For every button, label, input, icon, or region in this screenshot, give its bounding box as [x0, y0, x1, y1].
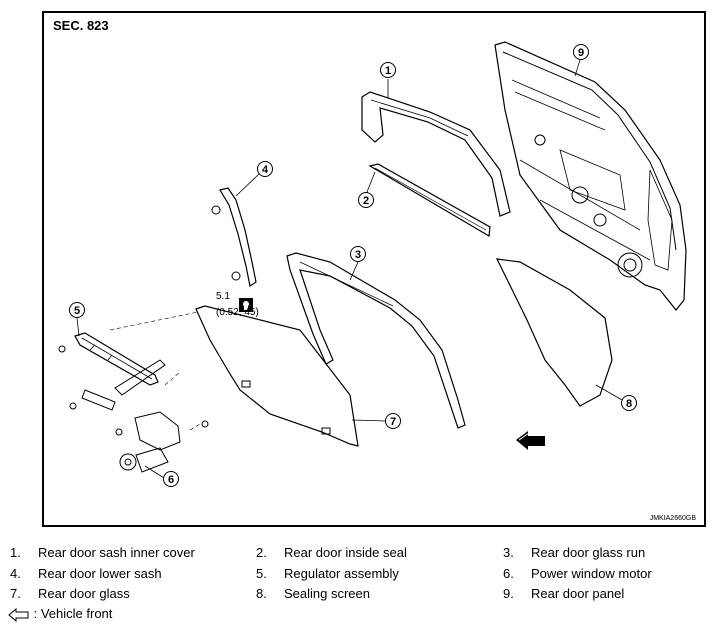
callout-8: 8 [595, 384, 637, 411]
arrow-left-icon [8, 607, 29, 622]
torque-secondary-units: (0.52, 45) [216, 307, 259, 318]
callout-4-label: 4 [262, 164, 269, 176]
callout-4: 4 [235, 161, 273, 197]
lower-sash-drawing [211, 187, 257, 287]
callout-1: 1 [380, 62, 396, 98]
glass-run-drawing [286, 252, 466, 429]
sealing-screen-drawing [495, 258, 613, 407]
callout-8-label: 8 [626, 398, 632, 410]
parts-legend: 1. Rear door sash inner cover 2. Rear do… [8, 545, 652, 622]
callout-6: 6 [144, 465, 179, 487]
callout-1-label: 1 [385, 65, 391, 77]
section-title: SEC. 823 [53, 18, 109, 33]
diagram-frame: SEC. 823 JMKIA2660GB [42, 11, 706, 527]
callout-6-label: 6 [168, 474, 174, 486]
regulator-assembly-drawing [58, 311, 209, 451]
exploded-view-art: 1 2 3 4 5 6 7 8 9 [58, 41, 687, 487]
callout-9: 9 [573, 44, 589, 77]
callout-3-label: 3 [355, 249, 361, 261]
torque-wrench-icon [239, 298, 253, 312]
inside-seal-drawing [368, 163, 491, 237]
callout-5-label: 5 [74, 305, 80, 317]
figure-code: JMKIA2660GB [649, 515, 696, 522]
callout-7-label: 7 [390, 416, 396, 428]
rear-door-panel-drawing [494, 41, 687, 311]
vehicle-front-legend: : Vehicle front [8, 606, 112, 622]
callout-9-label: 9 [578, 47, 584, 59]
callout-2: 2 [358, 171, 376, 208]
callout-5: 5 [69, 302, 85, 337]
vehicle-front-label: : Vehicle front [33, 606, 113, 621]
door-glass-drawing [195, 305, 359, 447]
power-window-motor-drawing [119, 447, 169, 473]
callout-7: 7 [351, 413, 401, 429]
sash-inner-cover-drawing [361, 91, 511, 217]
callout-3: 3 [349, 246, 366, 281]
vehicle-front-arrow-icon [516, 431, 545, 450]
callout-2-label: 2 [363, 195, 369, 207]
torque-value: 5.1 [216, 291, 230, 302]
